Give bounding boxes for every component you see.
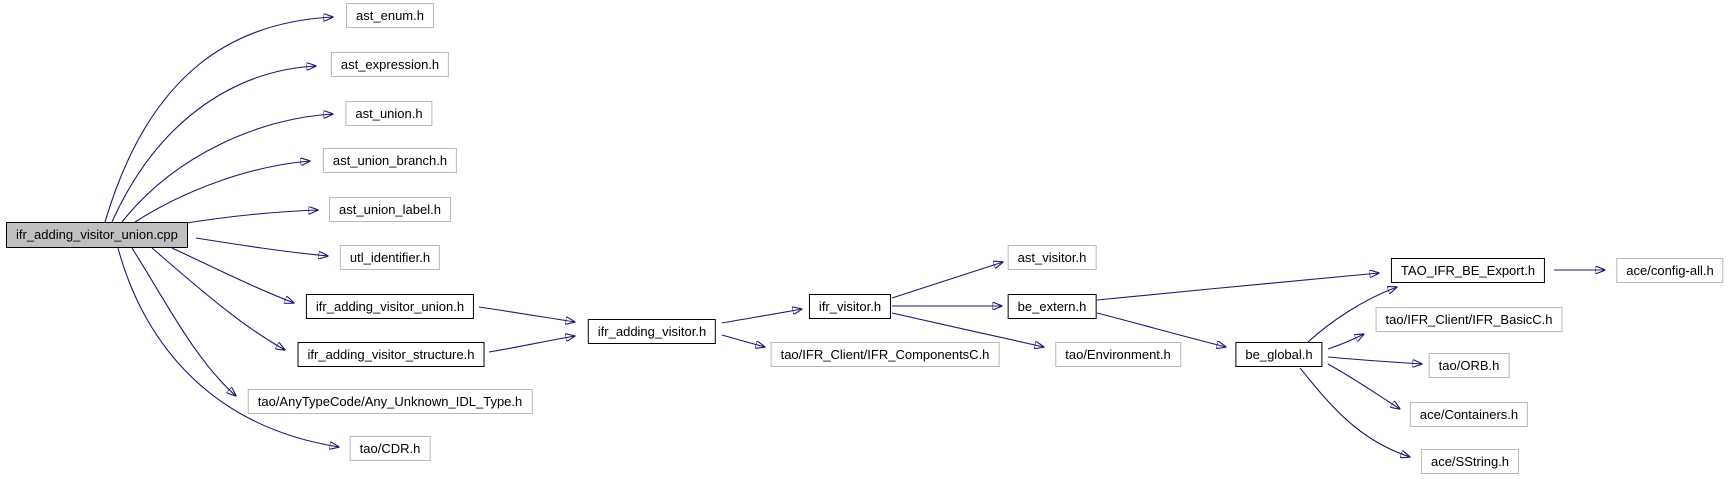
node-ifr-adding-visitor-structure-h[interactable]: ifr_adding_visitor_structure.h [297,342,485,367]
edge-root-ast-enum [104,17,333,223]
edge-root-utl-identifier [195,237,328,256]
node-ast-expression-h[interactable]: ast_expression.h [330,52,450,77]
node-be-global-h[interactable]: be_global.h [1235,342,1323,367]
node-ifr-adding-visitor-union-h[interactable]: ifr_adding_visitor_union.h [305,294,475,319]
edge-adding-visitor-ifr-visitor [721,309,802,324]
edge-be-global-ace-containers [1327,363,1400,409]
edge-ifr-visitor-environment [891,312,1044,347]
node-ifr-componentsc-h[interactable]: tao/IFR_Client/IFR_ComponentsC.h [770,342,1000,367]
edge-root-ast-union [121,114,333,223]
edge-structure-h-adding-visitor [488,336,575,353]
node-any-unknown-idl-type-h[interactable]: tao/AnyTypeCode/Any_Unknown_IDL_Type.h [247,389,533,414]
edge-be-global-tao-ifr-be-export [1307,287,1397,343]
edge-be-global-ifr-basicc [1327,334,1364,350]
edge-be-global-ace-sstring [1299,367,1410,457]
edge-ifr-visitor-ast-visitor [891,262,1003,299]
node-ifr-adding-visitor-h[interactable]: ifr_adding_visitor.h [587,319,717,344]
node-ifr-visitor-h[interactable]: ifr_visitor.h [808,294,892,319]
node-ast-enum-h[interactable]: ast_enum.h [346,3,434,28]
edge-root-ast-union-branch [134,161,310,223]
node-utl-identifier-h[interactable]: utl_identifier.h [339,245,441,270]
node-ace-sstring-h[interactable]: ace/SString.h [1420,449,1520,474]
node-ifr-adding-visitor-union-cpp: ifr_adding_visitor_union.cpp [6,222,188,248]
edge-root-ifr-adding-visitor-union [171,247,294,303]
node-ast-union-h[interactable]: ast_union.h [345,101,433,126]
node-tao-cdr-h[interactable]: tao/CDR.h [349,436,431,461]
node-ast-visitor-h[interactable]: ast_visitor.h [1007,245,1097,270]
node-ast-union-branch-h[interactable]: ast_union_branch.h [322,148,458,173]
edge-union-h-adding-visitor [478,306,575,322]
node-be-extern-h[interactable]: be_extern.h [1007,294,1097,319]
node-tao-orb-h[interactable]: tao/ORB.h [1428,353,1510,378]
edge-be-global-tao-orb [1327,356,1422,364]
node-ifr-basicc-h[interactable]: tao/IFR_Client/IFR_BasicC.h [1375,307,1563,332]
edge-root-any-unknown-idl-type [131,247,236,396]
edge-be-extern-tao-ifr-be-export [1096,273,1379,301]
edge-adding-visitor-componentsc [721,334,765,347]
edge-be-extern-be-global [1096,312,1226,347]
node-ace-containers-h[interactable]: ace/Containers.h [1409,402,1529,427]
node-ast-union-label-h[interactable]: ast_union_label.h [329,197,451,222]
edge-root-ast-union-label [179,210,318,225]
node-tao-ifr-be-export-h[interactable]: TAO_IFR_BE_Export.h [1390,258,1546,283]
node-tao-environment-h[interactable]: tao/Environment.h [1055,342,1181,367]
edge-root-ifr-adding-visitor-structure [151,247,285,350]
node-ace-config-all-h[interactable]: ace/config-all.h [1616,258,1724,283]
edge-root-ast-expression [111,66,316,223]
edge-root-tao-cdr [117,247,339,447]
